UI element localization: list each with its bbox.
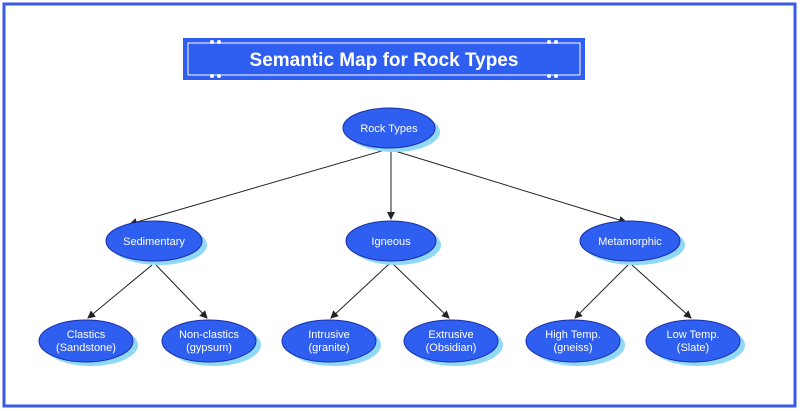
node-label-line2: (Obsidian) xyxy=(426,342,477,354)
node-igneous: Igneous xyxy=(345,220,441,265)
node-ellipse xyxy=(645,319,741,363)
node-label-line1: Clastics xyxy=(67,329,106,341)
node-metamorphic: Metamorphic xyxy=(579,220,685,265)
node-extrusive: Extrusive (Obsidian) xyxy=(403,319,503,366)
node-high-temp: High Temp. (gneiss) xyxy=(525,319,625,366)
node-ellipse xyxy=(38,319,134,363)
node-label-line2: (Sandstone) xyxy=(56,342,116,354)
node-label-line2: (gneiss) xyxy=(553,342,592,354)
edges xyxy=(87,149,692,319)
node-label-line2: (gypsum) xyxy=(186,342,232,354)
title-banner-inner-border xyxy=(187,42,581,76)
edge-sedimentary-clastics xyxy=(87,264,153,319)
edge-igneous-extrusive xyxy=(392,263,450,319)
node-label-line2: (Slate) xyxy=(677,342,709,354)
node-label: Sedimentary xyxy=(123,236,185,248)
edge-metamorphic-high-temp xyxy=(574,264,629,319)
edge-igneous-intrusive xyxy=(330,263,390,319)
title-banner-ornaments xyxy=(210,40,558,78)
title-banner: Semantic Map for Rock Types xyxy=(183,38,585,80)
node-ellipse xyxy=(161,319,257,363)
node-intrusive: Intrusive (granite) xyxy=(281,319,381,366)
nodes: Rock Types Sedimentary Igneous Metamorph… xyxy=(38,107,745,366)
node-label-line1: High Temp. xyxy=(545,329,600,341)
node-label-line1: Intrusive xyxy=(308,329,350,341)
node-label: Igneous xyxy=(371,236,411,248)
node-label: Rock Types xyxy=(360,123,418,135)
edge-sedimentary-non-clastics xyxy=(155,264,208,319)
node-ellipse xyxy=(342,107,436,149)
node-label-line1: Non-clastics xyxy=(179,329,239,341)
node-label: Metamorphic xyxy=(598,236,662,248)
edge-metamorphic-low-temp xyxy=(631,264,692,319)
node-label-line1: Low Temp. xyxy=(667,329,720,341)
node-low-temp: Low Temp. (Slate) xyxy=(645,319,745,366)
node-ellipse xyxy=(579,220,681,262)
node-non-clastics: Non-clastics (gypsum) xyxy=(161,319,261,366)
node-ellipse xyxy=(525,319,621,363)
node-ellipse xyxy=(281,319,377,363)
node-ellipse xyxy=(105,220,203,262)
title-banner-box xyxy=(183,38,585,80)
node-rock-types: Rock Types xyxy=(342,107,440,152)
node-label-line2: (granite) xyxy=(309,342,350,354)
node-label-line1: Extrusive xyxy=(428,329,473,341)
node-clastics: Clastics (Sandstone) xyxy=(38,319,138,366)
node-ellipse xyxy=(345,220,437,262)
node-sedimentary: Sedimentary xyxy=(105,220,207,265)
edge-root-sedimentary xyxy=(129,149,386,226)
page-title: Semantic Map for Rock Types xyxy=(250,50,519,71)
edge-root-metamorphic xyxy=(394,150,627,224)
node-ellipse xyxy=(403,319,499,363)
